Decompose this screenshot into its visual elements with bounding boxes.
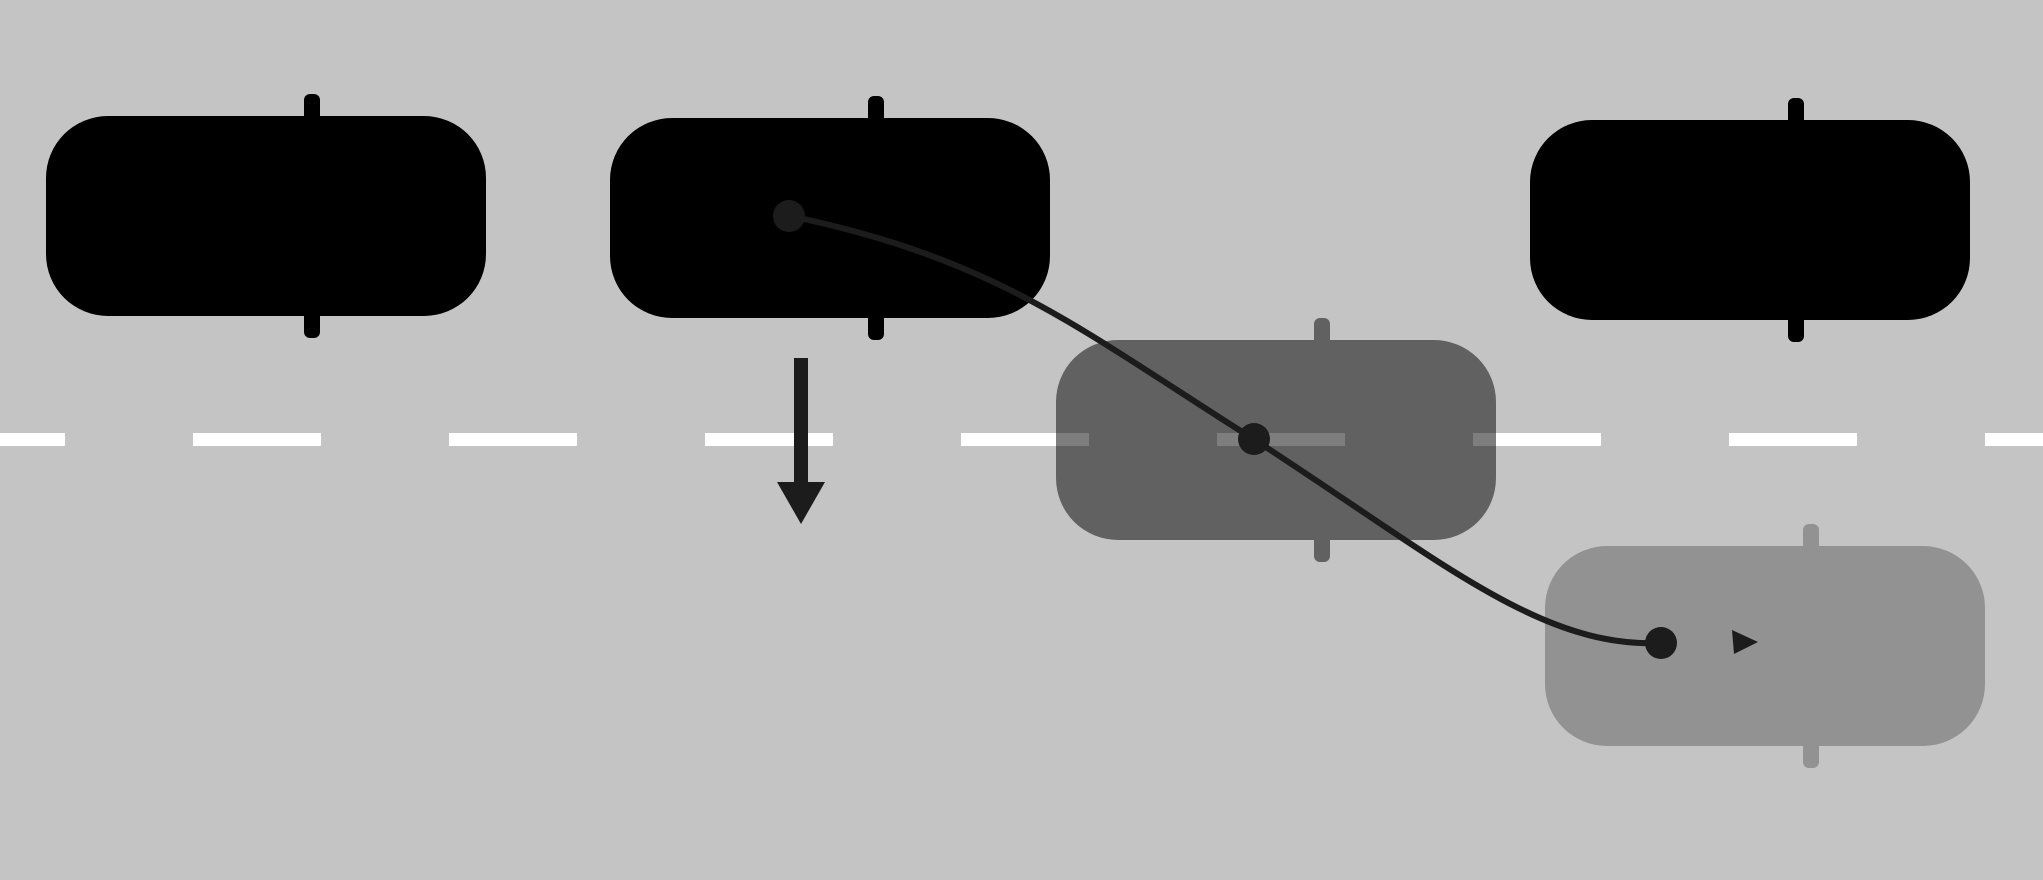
- arrow-down-icon: [777, 358, 825, 524]
- path-point-end: [1645, 627, 1677, 659]
- car-maneuvering: [610, 96, 1050, 340]
- lane-dash: [193, 433, 321, 446]
- car-parked-ahead: [1530, 98, 1970, 342]
- curved-arrow-icon: [1732, 630, 1758, 654]
- lane-dash: [449, 433, 577, 446]
- path-point-middle: [1238, 423, 1270, 455]
- car-ghost-end: [1545, 524, 1985, 768]
- path-point-start: [773, 200, 805, 232]
- lane-dash: [705, 433, 833, 446]
- car-front-left-parked: [46, 94, 486, 338]
- lane-divider-dashed-line: [0, 433, 2043, 446]
- lane-dash: [1985, 433, 2043, 446]
- lane-dash: [1729, 433, 1857, 446]
- lane-dash: [0, 433, 65, 446]
- lane-dash: [1473, 433, 1601, 446]
